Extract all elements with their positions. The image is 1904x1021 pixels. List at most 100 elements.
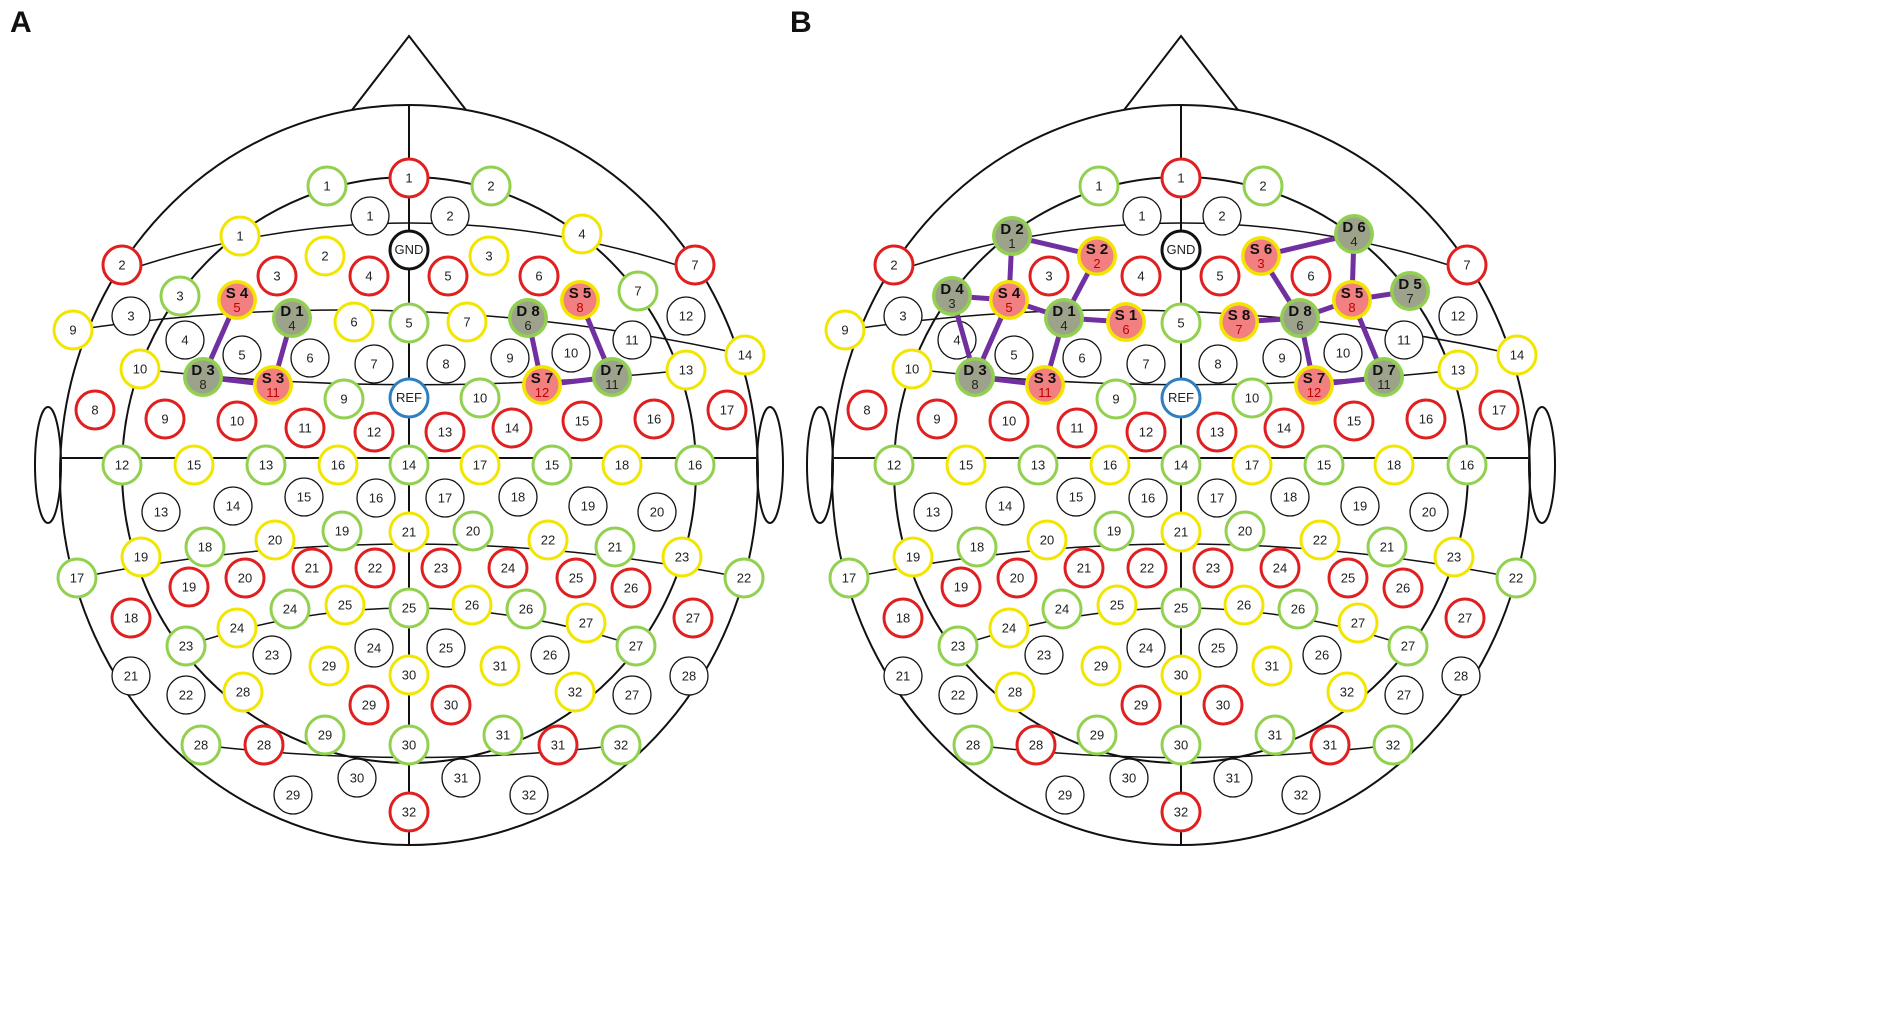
optode-body <box>1367 360 1401 394</box>
electrode-green: 29 <box>1076 714 1118 756</box>
electrode-number: 29 <box>1058 788 1072 803</box>
optode-channel: 4 <box>1350 234 1357 249</box>
electrode-number: 16 <box>1103 458 1117 473</box>
electrode-ring <box>1441 656 1481 696</box>
electrode-red: 16 <box>633 398 675 440</box>
electrode-red: 20 <box>224 557 266 599</box>
electrode-number: 21 <box>1174 525 1188 540</box>
electrode-red: 23 <box>1192 547 1234 589</box>
electrode-number: 17 <box>720 403 734 418</box>
electrode-number: 17 <box>473 458 487 473</box>
electrode-ring <box>159 275 201 317</box>
electrode-number: 1 <box>323 179 330 194</box>
electrode-green: 19 <box>1093 510 1135 552</box>
electrode-yellow: 9 <box>52 309 94 351</box>
optode-name: S 4 <box>226 285 249 302</box>
electrode-ring <box>487 547 529 589</box>
electrode-green: 29 <box>304 714 346 756</box>
electrode-ring <box>173 444 215 486</box>
source-optode: S 58 <box>560 280 600 320</box>
electrode-yellow: 32 <box>554 671 596 713</box>
electrode-number: 29 <box>1090 728 1104 743</box>
electrode-ring <box>388 444 430 486</box>
optode-channel: 11 <box>1038 385 1052 400</box>
electrode-ring <box>388 587 430 629</box>
electrode-number: 6 <box>1307 269 1314 284</box>
electrode-black: 24 <box>354 628 394 668</box>
electrode-red: 18 <box>882 597 924 639</box>
electrode-green: 14 <box>388 444 430 486</box>
nose-outline <box>351 34 467 111</box>
electrode-yellow: 24 <box>216 607 258 649</box>
electrode-ring <box>426 344 466 384</box>
electrode-red: 19 <box>940 566 982 608</box>
electrode-number: 28 <box>194 738 208 753</box>
electrode-ring <box>166 675 206 715</box>
electrode-ring <box>1302 635 1342 675</box>
electrode-ring <box>994 671 1036 713</box>
electrode-number: 27 <box>629 639 643 654</box>
electrode-number: 10 <box>905 362 919 377</box>
electrode-number: 15 <box>575 414 589 429</box>
electrode-black: 7 <box>1126 344 1166 384</box>
electrode-number: 9 <box>69 323 76 338</box>
electrode-ring <box>706 389 748 431</box>
electrode-ring <box>913 492 953 532</box>
electrode-red: 17 <box>706 389 748 431</box>
electrode-number: 24 <box>1139 641 1153 656</box>
electrode-black: 15 <box>1056 477 1096 517</box>
electrode-number: 14 <box>402 458 416 473</box>
electrode-red: 19 <box>168 566 210 608</box>
optode-body <box>511 301 545 335</box>
electrode-number: 8 <box>442 357 449 372</box>
electrode-number: 11 <box>1397 333 1411 348</box>
electrode-ring <box>388 724 430 766</box>
optode-body <box>1080 239 1114 273</box>
electrode-number: 27 <box>686 611 700 626</box>
electrode-ring <box>1093 510 1135 552</box>
electrode-black: 18 <box>498 477 538 517</box>
electrode-yellow: 23 <box>661 536 703 578</box>
electrode-black: 17 <box>1197 478 1237 518</box>
electrode-ring <box>551 333 591 373</box>
electrode-yellow: 18 <box>1373 444 1415 486</box>
electrode-number: 12 <box>887 458 901 473</box>
electrode-red: 3 <box>256 255 298 297</box>
electrode-number: 15 <box>545 458 559 473</box>
optode-name: S 1 <box>1115 307 1138 324</box>
electrode-number: 26 <box>465 598 479 613</box>
electrode-number: 24 <box>283 602 297 617</box>
electrode-red: 10 <box>216 400 258 442</box>
electrode-number: 13 <box>926 505 940 520</box>
electrode-yellow: 26 <box>1223 584 1265 626</box>
electrode-number: 21 <box>124 669 138 684</box>
electrode-yellow: 10 <box>891 348 933 390</box>
electrode-ring <box>284 407 326 449</box>
electrode-number: 9 <box>506 351 513 366</box>
electrode-black: 25 <box>426 628 466 668</box>
electrode-black: 16 <box>1128 478 1168 518</box>
electrode-number: 17 <box>1492 403 1506 418</box>
electrode-black: 23 <box>252 635 292 675</box>
electrode-number: 23 <box>951 639 965 654</box>
electrode-number: 29 <box>318 728 332 743</box>
electrode-red: 30 <box>430 684 472 726</box>
electrode-black: 7 <box>354 344 394 384</box>
electrode-ring <box>141 492 181 532</box>
electrode-ring <box>1122 196 1162 236</box>
electrode-number: 21 <box>402 525 416 540</box>
optode-body <box>1028 368 1062 402</box>
detector-optode: D 57 <box>1390 271 1430 311</box>
electrode-yellow: 19 <box>120 536 162 578</box>
optode-name: S 2 <box>1086 241 1109 258</box>
electrode-black: 22 <box>166 675 206 715</box>
electrode-number: 9 <box>841 323 848 338</box>
electrode-ring <box>674 444 716 486</box>
electrode-number: 16 <box>1141 491 1155 506</box>
electrode-yellow: 23 <box>1433 536 1475 578</box>
electrode-number: 32 <box>568 685 582 700</box>
electrode-ring <box>356 478 396 518</box>
electrode-number: 13 <box>679 363 693 378</box>
electrode-number: 14 <box>998 499 1012 514</box>
